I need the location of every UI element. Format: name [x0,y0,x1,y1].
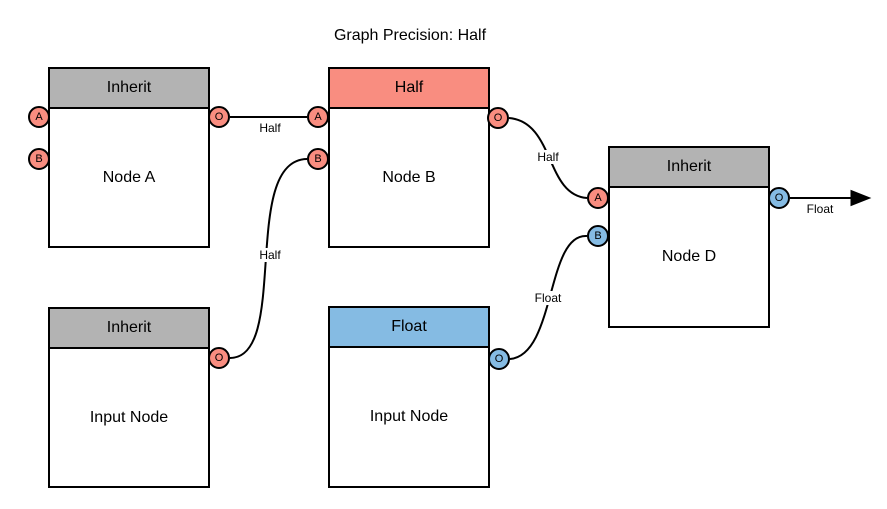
node-a-title: Node A [102,168,156,186]
node-b-port-a: A [307,106,329,128]
input-node-1: Inherit Input Node [48,307,210,488]
diagram-title: Graph Precision: Half [333,27,487,44]
input-node-2-header: Float [330,308,488,348]
node-d-port-a: A [587,187,609,209]
node-b: Half Node B [328,67,490,248]
edge-label-input1-to-b: Half [256,248,284,262]
node-d-title: Node D [661,248,717,265]
node-b-title: Node B [382,168,436,186]
node-a-port-o: O [208,106,230,128]
node-a: Inherit Node A [48,67,210,248]
node-a-port-a: A [28,106,50,128]
node-d-header: Inherit [610,148,768,188]
node-b-header: Half [330,69,488,109]
edge-label-input2-to-d: Float [531,291,565,305]
node-a-header: Inherit [50,69,208,109]
input-node-2: Float Input Node [328,306,490,488]
node-d-port-o: O [768,187,790,209]
node-d-port-b: B [587,225,609,247]
edge-label-b-to-d: Half [534,150,562,164]
input-node-1-port-o: O [208,347,230,369]
node-b-port-b: B [307,148,329,170]
input-node-1-header: Inherit [50,309,208,349]
node-d: Inherit Node D [608,146,770,328]
arrow-head-icon [850,189,872,207]
input-node-1-title: Input Node [89,408,169,426]
edge-label-d-output: Float [803,202,837,216]
input-node-2-port-o: O [488,348,510,370]
node-b-port-o: O [487,107,509,129]
node-a-port-b: B [28,148,50,170]
input-node-2-title: Input Node [369,408,449,425]
edge-label-a-to-b: Half [256,121,284,135]
